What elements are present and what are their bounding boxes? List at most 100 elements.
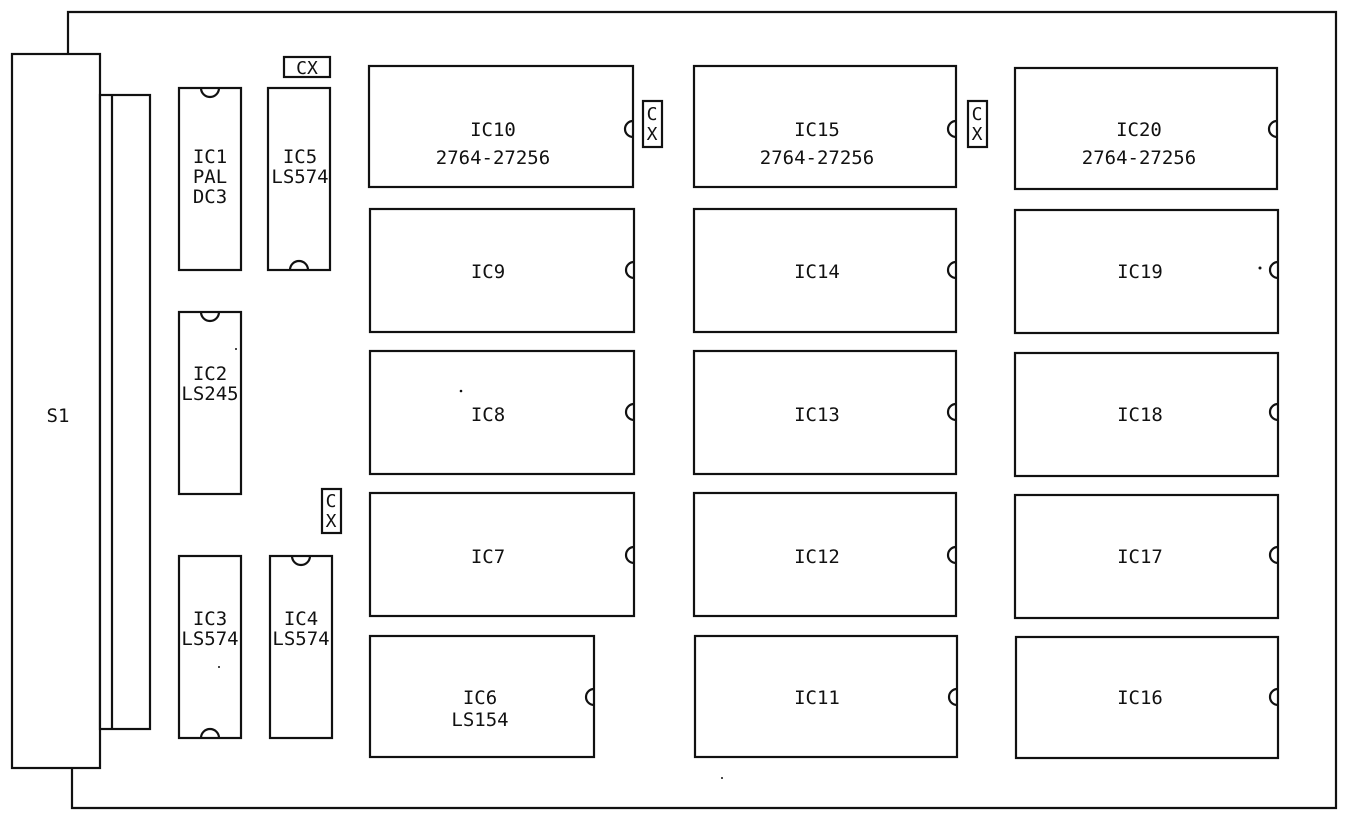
chip-ic7: IC7 bbox=[368, 491, 636, 618]
pin1-notch bbox=[624, 545, 635, 565]
pin1-notch bbox=[1268, 545, 1279, 565]
pin1-notch bbox=[1268, 687, 1279, 707]
capacitor-label-x: X bbox=[647, 124, 658, 145]
chip-ic16: IC16 bbox=[1014, 635, 1280, 760]
capacitor-body bbox=[966, 99, 989, 149]
chip-label-line: IC9 bbox=[471, 261, 505, 283]
chip-label-line: IC1 bbox=[193, 146, 227, 168]
chip-body bbox=[177, 310, 243, 496]
capacitor-cx-ic10: C X bbox=[641, 99, 664, 149]
capacitor-cx-mid: C X bbox=[320, 487, 343, 535]
capacitor-label-c: C bbox=[647, 104, 658, 125]
chip-ic9: IC9 bbox=[368, 207, 636, 334]
chip-label-line: 2764-27256 bbox=[1082, 147, 1196, 169]
pin1-notch bbox=[946, 119, 957, 139]
chip-ic4: IC4 LS574 bbox=[268, 554, 334, 740]
chip-label-line: DC3 bbox=[193, 186, 227, 208]
chip-body bbox=[177, 554, 243, 740]
large-chip-group: IC10 2764-27256 IC15 2764-27256 IC20 276… bbox=[367, 64, 1280, 760]
pin1-notch bbox=[946, 402, 957, 422]
pin1-notch bbox=[946, 260, 957, 280]
chip-label-line: IC10 bbox=[470, 119, 516, 141]
pin1-notch bbox=[623, 119, 634, 139]
chip-label-line: IC16 bbox=[1117, 687, 1163, 709]
pin1-notch bbox=[1267, 119, 1278, 139]
chip-ic19: IC19 bbox=[1013, 208, 1280, 335]
chip-body bbox=[368, 634, 596, 759]
capacitor-body bbox=[641, 99, 664, 149]
chip-ic8: IC8 bbox=[368, 349, 636, 476]
chip-label-line: 2764-27256 bbox=[760, 147, 874, 169]
chip-body bbox=[367, 64, 635, 189]
capacitor-label: CX bbox=[296, 58, 318, 79]
chip-ic3: IC3 LS574 bbox=[177, 554, 243, 740]
chip-ic17: IC17 bbox=[1013, 493, 1280, 620]
capacitor-cx-ic15: C X bbox=[966, 99, 989, 149]
small-chip-group: IC1 PAL DC3 IC5 LS574 IC2 LS245 IC3 LS57… bbox=[177, 86, 334, 740]
chip-label-line: IC5 bbox=[283, 146, 317, 168]
chip-ic10: IC10 2764-27256 bbox=[367, 64, 635, 189]
pin1-notch bbox=[1268, 402, 1279, 422]
chip-ic18: IC18 bbox=[1013, 351, 1280, 478]
chip-ic5: IC5 LS574 bbox=[266, 86, 332, 272]
chip-label-line: IC15 bbox=[794, 119, 840, 141]
connector-s1: S1 bbox=[10, 52, 152, 770]
capacitor-body bbox=[320, 487, 343, 535]
chip-body bbox=[368, 207, 636, 334]
chip-label-line: IC2 bbox=[193, 363, 227, 385]
capacitor-body bbox=[282, 55, 332, 79]
capacitor-label-c: C bbox=[972, 104, 983, 125]
chip-label-line: IC6 bbox=[463, 687, 497, 709]
chip-label-line: LS245 bbox=[181, 383, 238, 405]
chip-label-line: IC14 bbox=[794, 261, 840, 283]
chip-ic12: IC12 bbox=[692, 491, 958, 618]
chip-ic11: IC11 bbox=[693, 634, 959, 759]
chip-body bbox=[693, 634, 959, 759]
chip-label-line: IC19 bbox=[1117, 261, 1163, 283]
chip-label-line: IC12 bbox=[794, 546, 840, 568]
capacitor-label-x: X bbox=[326, 511, 337, 532]
chip-label-line: PAL bbox=[193, 166, 227, 188]
chip-label-line: IC20 bbox=[1116, 119, 1162, 141]
capacitor-vertical-group: C X C X C X bbox=[320, 99, 989, 535]
chip-body bbox=[1014, 635, 1280, 760]
chip-body bbox=[368, 349, 636, 476]
connector-label: S1 bbox=[47, 405, 70, 427]
chip-label-line: IC7 bbox=[471, 546, 505, 568]
pin1-notch bbox=[290, 555, 312, 567]
chip-body bbox=[268, 554, 334, 740]
connector-rail-outer bbox=[98, 93, 152, 731]
chip-body bbox=[692, 207, 958, 334]
chip-label-line: 2764-27256 bbox=[436, 147, 550, 169]
chip-ic13: IC13 bbox=[692, 349, 958, 476]
chip-label-line: IC11 bbox=[794, 687, 840, 709]
capacitor-label-c: C bbox=[326, 491, 337, 512]
pin1-notch bbox=[1268, 260, 1279, 280]
chip-ic15: IC15 2764-27256 bbox=[692, 64, 958, 189]
chip-body bbox=[1013, 66, 1279, 191]
chip-ic2: IC2 LS245 bbox=[177, 310, 243, 496]
chip-body bbox=[1013, 351, 1280, 478]
chip-ic14: IC14 bbox=[692, 207, 958, 334]
chip-ic20: IC20 2764-27256 bbox=[1013, 66, 1279, 191]
chip-body bbox=[1013, 493, 1280, 620]
chip-body bbox=[266, 86, 332, 272]
chip-body bbox=[692, 491, 958, 618]
chip-ic6: IC6 LS154 bbox=[368, 634, 596, 759]
pin1-notch bbox=[946, 545, 957, 565]
chip-body bbox=[692, 349, 958, 476]
chip-label-line: LS574 bbox=[272, 628, 329, 650]
chip-body bbox=[692, 64, 958, 189]
chip-body bbox=[368, 491, 636, 618]
chip-body bbox=[177, 86, 243, 272]
chip-label-line: LS574 bbox=[271, 166, 328, 188]
scan-specks bbox=[218, 266, 1262, 779]
chip-body bbox=[1013, 208, 1280, 335]
chip-label-line: IC18 bbox=[1117, 404, 1163, 426]
chip-ic1: IC1 PAL DC3 bbox=[177, 86, 243, 272]
chip-label-line: IC17 bbox=[1117, 546, 1163, 568]
chip-label-line: IC8 bbox=[471, 404, 505, 426]
pin1-notch bbox=[199, 727, 221, 739]
pin1-notch bbox=[624, 260, 635, 280]
